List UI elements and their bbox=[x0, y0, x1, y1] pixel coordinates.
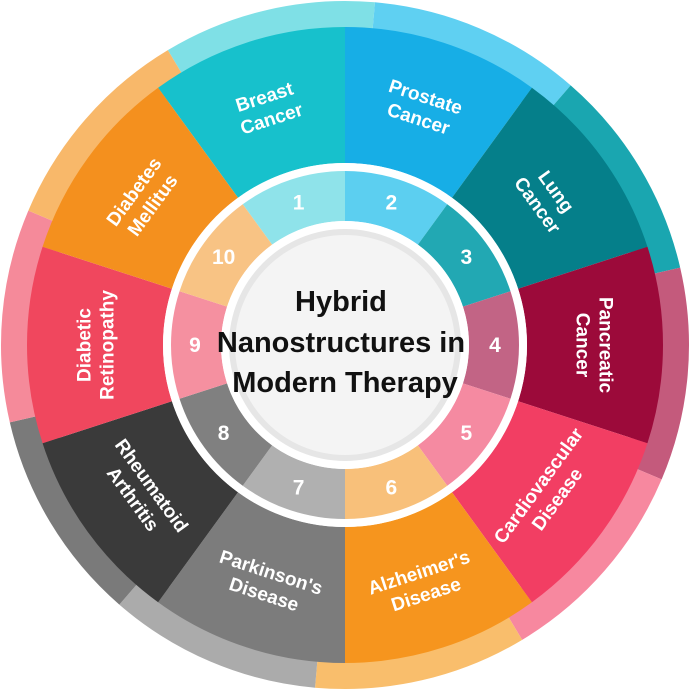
center-title: Hybrid Nanostructures in Modern Therapy bbox=[217, 286, 473, 399]
segment-label-line: Diabetic bbox=[75, 308, 96, 382]
number-layer: 1 2 3 4 5 6 7 8 9 10 bbox=[189, 191, 501, 499]
segment-7 bbox=[158, 492, 345, 663]
segment-5 bbox=[451, 401, 648, 603]
segment-number-8: 8 bbox=[218, 422, 230, 445]
center-title-line-1: Hybrid bbox=[295, 286, 387, 318]
segment-label-line: Pancreatic bbox=[595, 297, 616, 394]
segment-1 bbox=[158, 27, 345, 198]
segment-10 bbox=[42, 87, 239, 289]
inner-segment-7 bbox=[242, 445, 345, 519]
inner-segment-6 bbox=[345, 445, 448, 519]
segment-2 bbox=[345, 27, 532, 198]
segment-number-5: 5 bbox=[461, 422, 473, 445]
segment-number-2: 2 bbox=[386, 191, 398, 214]
inner-segment-8 bbox=[179, 383, 273, 486]
segment-label-text-4: PancreaticCancer bbox=[572, 297, 616, 394]
segment-number-1: 1 bbox=[293, 191, 305, 214]
segment-number-9: 9 bbox=[189, 334, 201, 357]
segment-label-line: Retinopathy bbox=[98, 290, 119, 400]
segment-label-4: PancreaticCancer bbox=[572, 297, 616, 394]
segment-label-line: Cancer bbox=[572, 313, 593, 378]
segment-number-7: 7 bbox=[293, 477, 305, 500]
segment-6 bbox=[345, 492, 532, 663]
segment-number-4: 4 bbox=[489, 334, 501, 357]
center-disc bbox=[235, 235, 455, 455]
inner-segment-4 bbox=[462, 291, 519, 399]
inner-segment-3 bbox=[417, 204, 511, 307]
segment-number-6: 6 bbox=[386, 477, 398, 500]
segment-9 bbox=[26, 246, 172, 444]
segment-4 bbox=[518, 246, 664, 444]
segment-number-3: 3 bbox=[461, 246, 473, 269]
inner-segment-5 bbox=[417, 383, 511, 486]
center-title-line-3: Modern Therapy bbox=[232, 367, 458, 399]
inner-segment-10 bbox=[179, 204, 273, 307]
center-title-line-2: Nanostructures in bbox=[217, 327, 465, 359]
inner-segment-9 bbox=[171, 291, 228, 399]
inner-ring-layer bbox=[171, 171, 519, 519]
segment-8 bbox=[42, 401, 239, 603]
segment-3 bbox=[451, 87, 648, 289]
inner-segment-1 bbox=[242, 171, 345, 245]
inner-segment-2 bbox=[345, 171, 448, 245]
segment-layer bbox=[26, 27, 664, 663]
segment-number-10: 10 bbox=[212, 246, 235, 269]
